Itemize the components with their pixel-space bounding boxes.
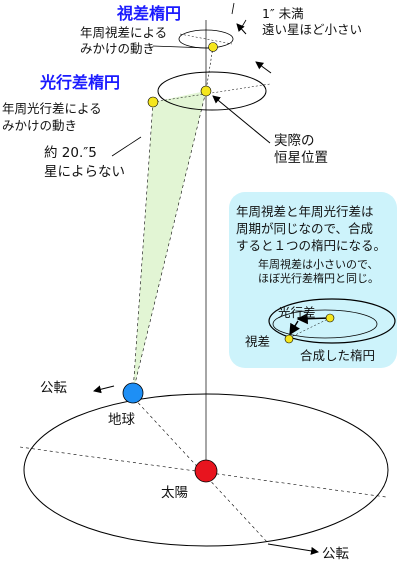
orbit-bottom-arrow (267, 543, 319, 555)
angle-leader (111, 136, 142, 157)
aberration-star-dot (147, 96, 159, 108)
orbit-dash-1 (19, 446, 387, 498)
aberration-cone (133, 91, 206, 392)
arcsec-tick-2 (239, 19, 247, 31)
aberration-motion-arrow (255, 61, 272, 74)
info-line-3: すると１つの楕円になる。 (236, 238, 386, 253)
cone-edge-1 (132, 101, 154, 393)
inset-star-combined (284, 334, 294, 344)
inset-aberration-label: 光行差 (278, 305, 316, 320)
earth-dot (122, 382, 144, 404)
cone-edge-2 (132, 90, 207, 393)
parallax-title: 視差楕円 (116, 4, 181, 23)
arcsec-label: 1″ 未満 (262, 6, 304, 21)
info-line-1: 年周視差と年周光行差は (236, 204, 374, 219)
inset-combined-ellipse (268, 298, 396, 344)
parallax-leader (152, 45, 209, 49)
star-pos-leader (212, 95, 271, 144)
inset-aberration-arrow (296, 313, 331, 325)
orbit-bottom-label: 公転 (322, 546, 349, 562)
aberration-desc-2: みかけの動き (2, 118, 77, 133)
inset-combined-label: 合成した楕円 (300, 348, 375, 363)
angle-note: 星によらない (44, 164, 125, 180)
parallax-desc-2: みかけの動き (80, 41, 155, 56)
star-pos-2: 恒星位置 (274, 150, 328, 166)
parallax-star-dot (208, 42, 218, 52)
info-line-4: 年周視差は小さいので、 (258, 257, 379, 271)
parallax-star-link (205, 46, 214, 92)
true-star-dot (200, 85, 212, 97)
angle-value: 約 20.″5 (44, 145, 97, 161)
orbit-top-arrow (93, 385, 115, 394)
inset-aberration-ellipse (272, 309, 378, 339)
info-box (229, 192, 397, 368)
inset-parallax-label: 視差 (245, 334, 270, 349)
parallax-desc-1: 年周視差による (80, 25, 167, 40)
aberration-title: 光行差楕円 (39, 73, 120, 92)
earth-label: 地球 (108, 412, 135, 428)
arcsec-note: 遠い星ほど小さい (262, 22, 362, 37)
inset-parallax-arrow (289, 320, 300, 336)
aberration-dash (152, 83, 271, 103)
aberration-ellipse (157, 71, 267, 111)
parallax-dash (179, 33, 233, 45)
orbit-top-label: 公転 (40, 380, 67, 396)
star-pos-1: 実際の (274, 133, 315, 149)
info-line-2: 周期が同じなので、合成 (236, 221, 373, 236)
sun-label: 太陽 (161, 485, 188, 501)
orbit-dash-2 (129, 393, 269, 544)
info-line-5: ほぼ光行差楕円と同じ。 (258, 271, 379, 285)
aberration-desc-1: 年周光行差による (2, 101, 102, 116)
sun-dot (194, 459, 218, 483)
inset-star-center (325, 313, 335, 323)
arcsec-tick-1 (231, 2, 235, 15)
parallax-motion-arrow (236, 23, 247, 35)
